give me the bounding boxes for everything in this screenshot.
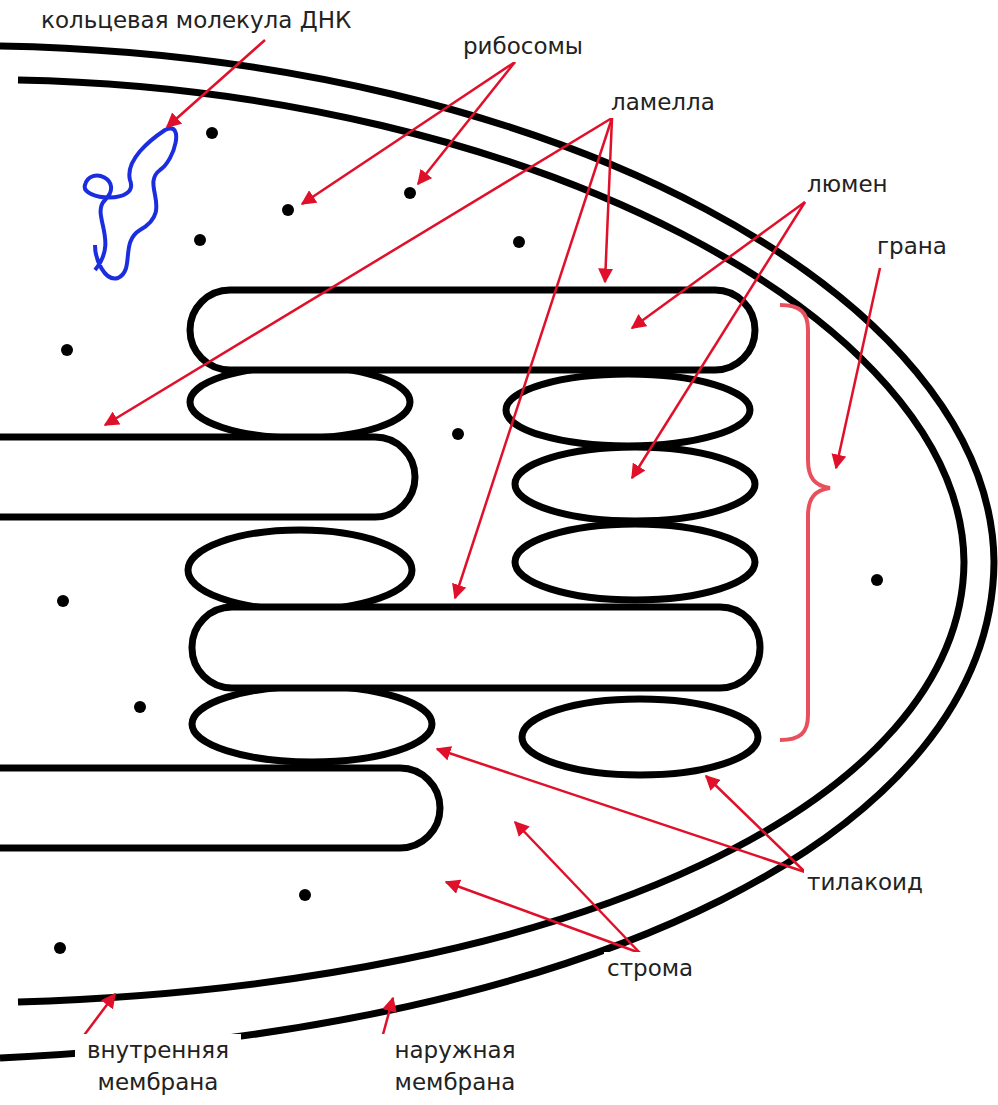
lamella-label: ламелла	[608, 86, 718, 118]
outer-membrane	[0, 46, 994, 1058]
inner-membrane-label: внутренняя мембрана	[75, 1034, 241, 1098]
ribosome-label: рибосомы	[460, 30, 586, 62]
grana-label: грана	[874, 230, 950, 262]
dna-label: кольцевая молекула ДНК	[38, 4, 354, 36]
dna-molecule	[85, 128, 176, 278]
leader-arrows	[82, 40, 880, 1038]
inner-membrane	[18, 80, 964, 1002]
outer-membrane-label: наружная мембрана	[372, 1034, 538, 1098]
grana-bracket	[780, 305, 830, 740]
thylakoid-label: тилакоид	[804, 866, 926, 898]
thylakoid-stack	[0, 290, 760, 848]
stroma-label: строма	[604, 952, 696, 984]
lumen-label: люмен	[804, 168, 891, 200]
